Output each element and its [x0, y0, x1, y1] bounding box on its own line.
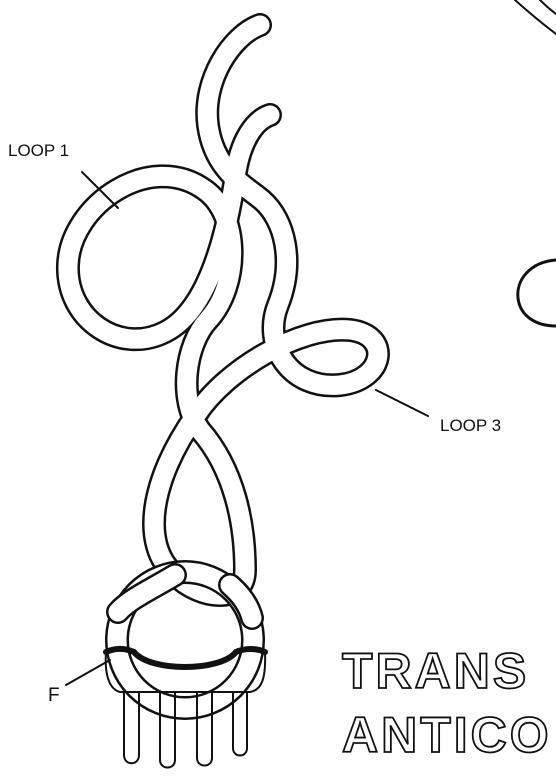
f-label: F — [48, 685, 60, 706]
cropped-curve-top-right-inner — [540, 0, 556, 14]
loop3-leader-line — [376, 390, 428, 416]
f-boundary-left — [106, 649, 134, 652]
title-fragment-line-2: ANTICO — [342, 707, 552, 763]
f-boundary-arc — [134, 652, 236, 667]
title-fragment-line-1: TRANS — [342, 643, 529, 699]
f-boundary-right — [236, 649, 265, 652]
tube-strand — [68, 25, 378, 595]
f-leader-line — [66, 660, 110, 685]
cropped-curve-top-right — [515, 0, 556, 34]
cropped-letter-c — [518, 260, 556, 326]
loop3-label: LOOP 3 — [440, 416, 501, 435]
loop1-label: LOOP 1 — [8, 141, 69, 160]
